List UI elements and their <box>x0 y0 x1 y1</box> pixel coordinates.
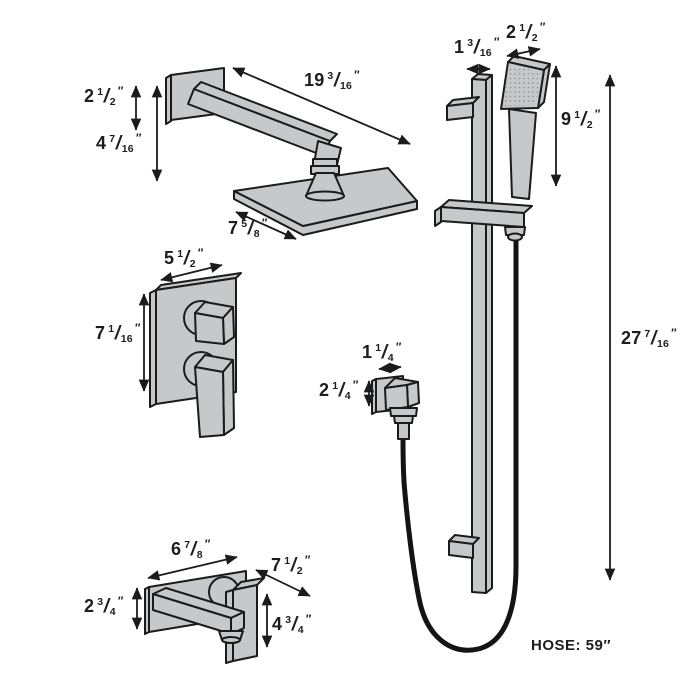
slide-bar-upper-bracket <box>446 102 474 121</box>
tub-spout-assembly <box>144 570 265 664</box>
outlet-nut-upper <box>389 407 418 417</box>
hose-length-label: HOSE: 59″ <box>531 637 612 654</box>
valve-lever-front <box>194 366 225 438</box>
spout-outlet-tip <box>221 636 241 644</box>
dimension-arrows <box>130 46 616 648</box>
valve-upper-knob-front <box>194 312 225 345</box>
dim-arrow-shower-arm-length <box>232 67 411 145</box>
dim-arrow-spout-reach <box>255 569 311 597</box>
dim-arrow-hand-shower-width <box>506 46 541 59</box>
hand-shower-handle <box>508 108 537 200</box>
dim-arrow-valve-plate-width <box>160 262 223 283</box>
hand-shower-hose <box>400 231 519 653</box>
wall-outlet-assembly <box>371 375 420 440</box>
outlet-nut-lower <box>393 415 414 424</box>
hose-connector-tip <box>507 232 523 242</box>
hand-shower-spray-face <box>503 65 542 106</box>
slide-bar-assembly <box>434 55 551 594</box>
valve-trim-assembly <box>149 272 242 438</box>
dim-arrow-shower-head-width <box>235 211 297 240</box>
slide-bar-lower-bracket <box>448 540 474 559</box>
outlet-hose-stub <box>397 422 410 440</box>
dim-arrow-outlet-width <box>378 362 402 374</box>
hose-connector-band <box>504 226 526 236</box>
outlet-body-front <box>384 384 409 411</box>
spout-bar-end <box>230 611 245 635</box>
slide-bar-front <box>471 78 487 594</box>
shower-connector-base <box>305 190 345 202</box>
dim-arrow-spout-plate-width <box>147 554 238 581</box>
